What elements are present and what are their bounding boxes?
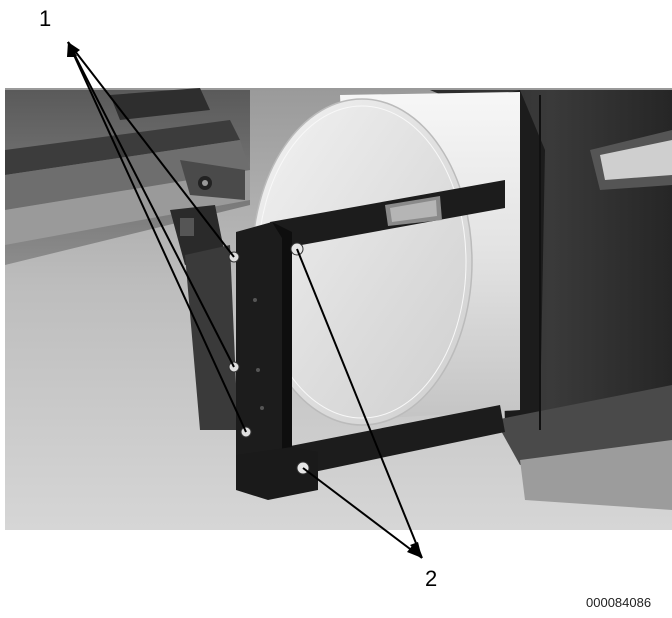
roll-holder-bracket xyxy=(236,180,505,500)
callout-label-2: 2 xyxy=(425,566,438,591)
callout-label-1: 1 xyxy=(39,6,52,31)
media-roll xyxy=(251,92,520,426)
printer-housing-right xyxy=(430,90,672,510)
part-number: 000084086 xyxy=(586,595,652,610)
callout-lines-1 xyxy=(67,41,247,433)
callout-arrowheads-1 xyxy=(67,42,80,57)
callout-lines-2 xyxy=(296,248,423,559)
callout-arrowheads-2 xyxy=(407,542,422,558)
